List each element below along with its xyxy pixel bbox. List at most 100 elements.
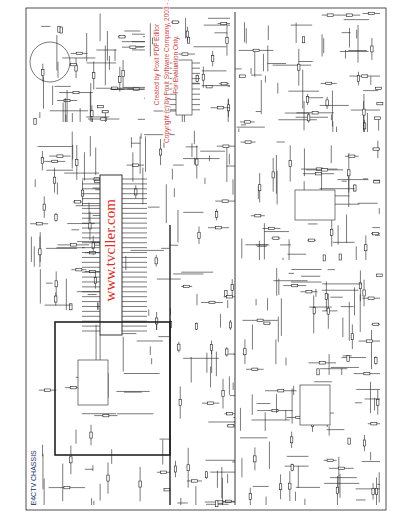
wire <box>187 480 202 481</box>
wire <box>358 25 359 63</box>
wire <box>42 64 43 82</box>
resistor-symbol <box>368 297 374 299</box>
wire <box>352 324 353 349</box>
resistor-symbol <box>363 290 365 296</box>
wire <box>342 32 351 33</box>
wire <box>86 116 109 117</box>
resistor-symbol <box>313 308 315 314</box>
wire <box>327 97 328 109</box>
ic-pin <box>122 198 147 199</box>
wire <box>65 98 66 122</box>
wire <box>345 156 359 157</box>
wire <box>303 173 334 174</box>
wire <box>204 178 205 184</box>
wire <box>358 72 359 86</box>
wire <box>287 456 309 457</box>
wire <box>250 488 251 505</box>
wire <box>239 50 274 51</box>
resistor-symbol <box>52 160 58 162</box>
wire <box>150 346 151 355</box>
resistor-symbol <box>357 76 359 82</box>
ic-pin <box>192 89 200 90</box>
wire <box>66 279 67 310</box>
resistor-symbol <box>211 56 213 62</box>
resistor-symbol <box>119 36 125 38</box>
ic-pin <box>82 198 100 199</box>
resistor-symbol <box>273 237 279 239</box>
wire <box>156 255 157 266</box>
wire <box>205 502 235 503</box>
wire <box>288 91 319 92</box>
resistor-symbol <box>348 170 350 176</box>
wire <box>283 258 284 260</box>
wire <box>105 46 106 86</box>
resistor-symbol <box>76 269 82 271</box>
resistor-symbol <box>306 96 308 102</box>
resistor-symbol <box>373 232 379 234</box>
wire <box>105 113 106 122</box>
wire <box>224 413 235 414</box>
resistor-symbol <box>159 149 161 155</box>
ic-pin <box>82 203 100 204</box>
wire <box>216 209 217 221</box>
wire <box>200 151 225 152</box>
resistor-symbol <box>330 229 332 235</box>
wire <box>354 184 355 191</box>
ic-pin <box>82 326 100 327</box>
resistor-symbol <box>348 438 350 444</box>
wire <box>214 32 227 33</box>
wire <box>203 67 204 88</box>
wire <box>371 233 380 234</box>
resistor-symbol <box>302 37 304 43</box>
resistor-symbol <box>368 12 374 14</box>
chassis-title: E4CTV CHASSIS <box>30 450 38 505</box>
ic-pin <box>82 223 100 224</box>
ic-pin <box>122 316 147 317</box>
wire <box>217 471 218 488</box>
resistor-symbol <box>73 91 79 93</box>
wire <box>187 27 188 42</box>
watermark: Copyright (c) by Foxit Software Company,… <box>162 0 169 143</box>
wire <box>150 23 151 56</box>
wire <box>185 18 186 38</box>
resistor-symbol <box>327 14 333 16</box>
wire <box>93 61 94 89</box>
wire <box>92 465 93 471</box>
resistor-symbol <box>312 112 318 114</box>
wire <box>301 169 338 170</box>
wire <box>208 421 235 422</box>
wire <box>259 173 260 202</box>
wire <box>367 113 368 132</box>
wire <box>246 369 264 370</box>
ic-pin <box>192 99 200 100</box>
resistor-symbol <box>336 488 338 494</box>
transformer <box>300 385 330 425</box>
wire <box>41 26 50 27</box>
wire <box>307 94 308 105</box>
resistor-symbol <box>372 488 374 494</box>
resistor-symbol <box>74 201 80 203</box>
wire <box>63 102 64 122</box>
wire <box>308 113 309 123</box>
wire <box>276 268 277 296</box>
wire <box>56 35 57 70</box>
ic-pin <box>122 183 147 184</box>
resistor-symbol <box>186 31 188 37</box>
wire <box>291 269 321 270</box>
wire <box>35 179 36 187</box>
wire <box>269 442 270 469</box>
resistor-symbol <box>291 464 293 470</box>
wire <box>183 212 203 213</box>
wire <box>322 290 359 291</box>
wire <box>252 394 253 415</box>
wire <box>39 390 57 391</box>
resistor-symbol <box>377 399 379 405</box>
ic-pin <box>192 63 200 64</box>
sub-board <box>55 322 170 455</box>
resistor-symbol <box>130 46 136 48</box>
wire <box>116 391 149 392</box>
ic-pin <box>82 188 100 189</box>
wire <box>193 46 226 47</box>
wire <box>232 279 233 295</box>
